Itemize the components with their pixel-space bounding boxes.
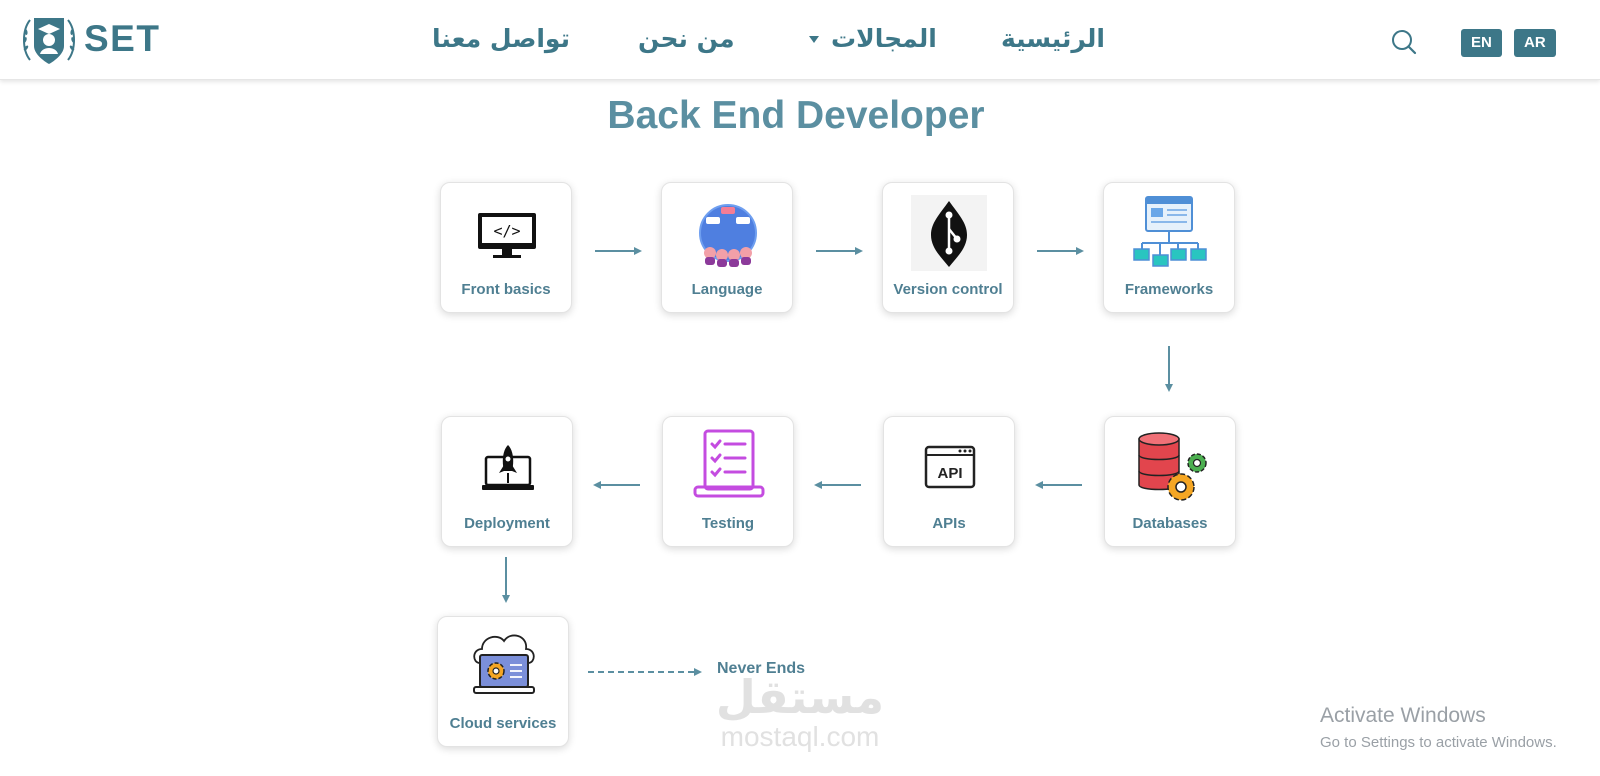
logo-text: SET xyxy=(84,18,161,59)
step-label: APIs xyxy=(932,515,966,532)
activate-windows-notice: Activate Windows Go to Settings to activ… xyxy=(1320,704,1557,751)
step-label: Front basics xyxy=(461,281,551,298)
top-navbar: SET الرئيسية المجالات من نحن تواصل معنا … xyxy=(0,0,1600,80)
framework-diagram-icon xyxy=(1133,196,1207,267)
database-gear-icon xyxy=(1138,432,1207,501)
watermark-domain: mostaql.com xyxy=(720,721,880,752)
cloud-laptop-icon xyxy=(473,634,535,694)
step-card-front-basics[interactable]: </> Front basics xyxy=(440,182,572,313)
graduate-laurel-logo-icon xyxy=(23,18,75,64)
step-label: Frameworks xyxy=(1124,281,1214,298)
never-ends-label: Never Ends xyxy=(717,660,806,677)
search-icon[interactable] xyxy=(1390,28,1418,56)
step-label: Databases xyxy=(1132,515,1208,532)
step-card-apis[interactable]: API APIs xyxy=(883,416,1015,547)
nav-about[interactable]: من نحن xyxy=(638,24,735,53)
step-label: Version control xyxy=(893,281,1003,298)
step-label: Language xyxy=(691,281,763,298)
lang-en-button[interactable]: EN xyxy=(1461,29,1502,57)
nav-fields[interactable]: المجالات xyxy=(831,24,937,53)
step-card-databases[interactable]: Databases xyxy=(1104,416,1236,547)
step-label: Cloud services xyxy=(449,715,557,732)
activate-subtitle: Go to Settings to activate Windows. xyxy=(1320,734,1557,751)
language-globe-icon xyxy=(699,204,757,267)
activate-title: Activate Windows xyxy=(1320,704,1486,727)
nav-home[interactable]: الرئيسية xyxy=(1001,24,1105,53)
step-card-version-control[interactable]: Version control xyxy=(882,182,1014,313)
watermark-arabic: مستقل xyxy=(715,670,885,724)
step-card-cloud-services[interactable]: Cloud services xyxy=(437,616,569,747)
code-monitor-icon: </> xyxy=(478,213,536,258)
site-logo[interactable]: SET xyxy=(20,10,160,68)
step-card-testing[interactable]: Testing xyxy=(662,416,794,547)
rocket-laptop-icon xyxy=(482,445,534,490)
step-card-language[interactable]: Language xyxy=(661,182,793,313)
page-title: Back End Developer xyxy=(607,94,985,137)
caret-down-icon[interactable] xyxy=(809,36,819,43)
git-icon xyxy=(911,195,987,271)
step-label: Deployment xyxy=(464,515,550,532)
step-card-deployment[interactable]: Deployment xyxy=(441,416,573,547)
step-label: Testing xyxy=(701,515,755,532)
svg-text:API: API xyxy=(937,465,962,482)
step-card-frameworks[interactable]: Frameworks xyxy=(1103,182,1235,313)
nav-contact[interactable]: تواصل معنا xyxy=(432,24,570,53)
svg-text:</>: </> xyxy=(493,222,520,240)
lang-ar-button[interactable]: AR xyxy=(1514,29,1556,57)
api-window-icon: API xyxy=(924,445,976,489)
mostaql-watermark: مستقل mostaql.com xyxy=(700,672,900,752)
testing-checklist-icon xyxy=(693,429,765,498)
